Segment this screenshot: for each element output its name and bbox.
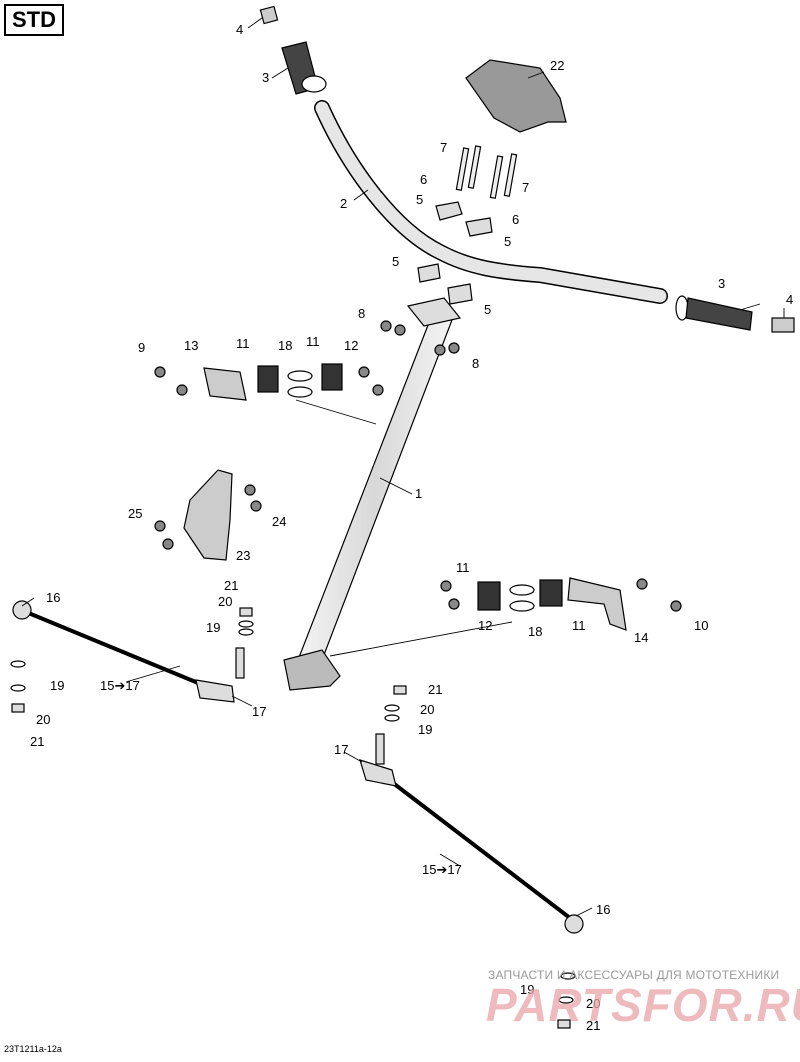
clamp-bolts	[455, 145, 518, 199]
callout-25: 25	[128, 506, 142, 521]
steering-column	[283, 297, 462, 691]
callout-1: 1	[415, 486, 422, 501]
callout-12-a: 12	[344, 338, 358, 353]
callout-3-left: 3	[262, 70, 269, 85]
callout-15-left: 15➔17	[100, 678, 140, 693]
bushing-set-lower	[477, 577, 627, 631]
callout-11-d: 11	[572, 618, 586, 633]
callout-labels: 1 2 3 3 4 4 5 5 5 5 6 6 7 7 8 8 9 10 11 …	[30, 22, 793, 1033]
callout-11-a: 11	[236, 336, 250, 351]
callout-20-a: 20	[218, 594, 232, 609]
callout-5-b: 5	[504, 234, 511, 249]
callout-19-b: 19	[50, 678, 64, 693]
watermark-tagline: ЗАПЧАСТИ И АКСЕССУАРЫ ДЛЯ МОТОТЕХНИКИ	[488, 968, 780, 982]
handlebar	[314, 100, 668, 304]
callout-23: 23	[236, 548, 250, 563]
tie-rod-left	[12, 600, 245, 703]
handlebar-pad	[465, 59, 567, 133]
callout-18-b: 18	[528, 624, 542, 639]
callout-20-d: 20	[586, 996, 600, 1011]
callout-22: 22	[550, 58, 564, 73]
callout-12-b: 12	[478, 618, 492, 633]
callout-21-b: 21	[30, 734, 44, 749]
callout-15-right: 15➔17	[422, 862, 462, 877]
drawing-code: 23T1211a-12a	[4, 1044, 62, 1054]
callout-20-b: 20	[36, 712, 50, 727]
watermark-logo: PARTSFOR.RU	[486, 979, 800, 1031]
callout-9: 9	[138, 340, 145, 355]
callout-16-right: 16	[596, 902, 610, 917]
callout-4-right: 4	[786, 292, 793, 307]
callout-11-c: 11	[456, 560, 470, 575]
callout-21-a: 21	[224, 578, 238, 593]
callout-14: 14	[634, 630, 648, 645]
grip-right	[675, 295, 795, 333]
leader-lines	[21, 17, 785, 917]
callout-24: 24	[272, 514, 286, 529]
callout-18-a: 18	[278, 338, 292, 353]
callout-21-c: 21	[428, 682, 442, 697]
variant-badge: STD	[4, 4, 64, 36]
callout-8-a: 8	[358, 306, 365, 321]
tie-rod-right	[359, 733, 584, 934]
grip-left	[259, 5, 327, 95]
callout-16-left: 16	[46, 590, 60, 605]
callout-19-c: 19	[418, 722, 432, 737]
callout-19-a: 19	[206, 620, 220, 635]
callout-19-d: 19	[520, 982, 534, 997]
callout-3-right: 3	[718, 276, 725, 291]
callout-10: 10	[694, 618, 708, 633]
callout-13: 13	[184, 338, 198, 353]
callout-5-d: 5	[484, 302, 491, 317]
callout-17-right: 17	[334, 742, 348, 757]
hardware-stacks	[10, 607, 576, 1029]
handlebar-clamps	[417, 201, 493, 305]
callout-5-c: 5	[392, 254, 399, 269]
callout-11-b: 11	[306, 334, 320, 349]
nuts-and-bolts	[154, 320, 682, 612]
callout-2: 2	[340, 196, 347, 211]
callout-6-a: 6	[420, 172, 427, 187]
callout-5-a: 5	[416, 192, 423, 207]
support-bracket	[183, 469, 233, 561]
callout-7-a: 7	[440, 140, 447, 155]
bushing-set-upper	[203, 363, 343, 401]
callout-7-b: 7	[522, 180, 529, 195]
callout-17-left: 17	[252, 704, 266, 719]
callout-6-b: 6	[512, 212, 519, 227]
callout-8-b: 8	[472, 356, 479, 371]
callout-20-c: 20	[420, 702, 434, 717]
callout-21-d: 21	[586, 1018, 600, 1033]
callout-4-left: 4	[236, 22, 243, 37]
